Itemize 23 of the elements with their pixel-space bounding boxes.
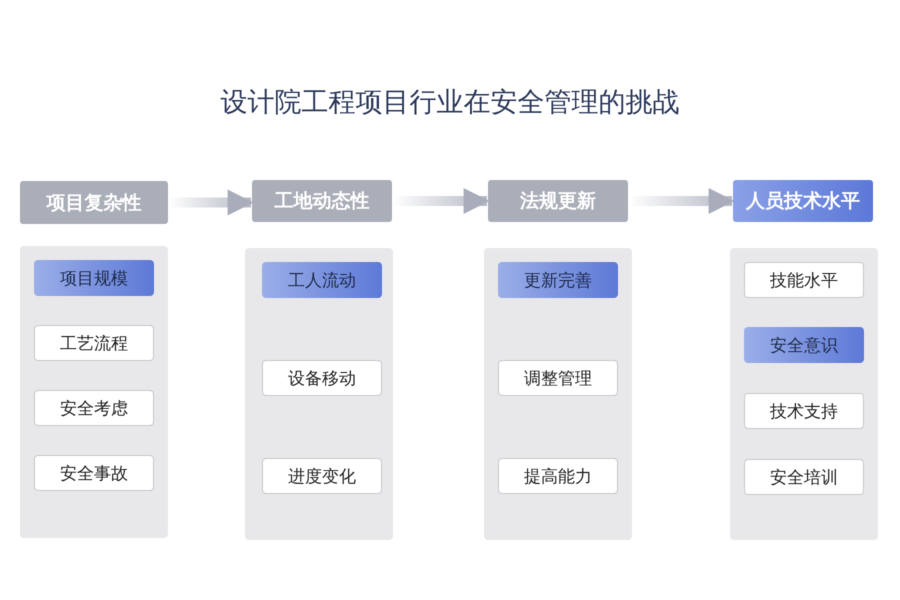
item-box: 安全考虑 — [34, 390, 154, 426]
panel-background — [730, 248, 878, 540]
highlighted-item-box: 工人流动 — [262, 262, 382, 298]
highlighted-item-box: 更新完善 — [498, 262, 618, 298]
item-box: 技能水平 — [744, 262, 864, 298]
category-header: 人员技术水平 — [733, 180, 873, 222]
title: 设计院工程项目行业在安全管理的挑战 — [220, 86, 680, 120]
item-box: 调整管理 — [498, 360, 618, 396]
item-box: 技术支持 — [744, 393, 864, 429]
highlighted-item-box: 安全意识 — [744, 327, 864, 363]
panel-background — [484, 248, 632, 540]
category-header: 工地动态性 — [252, 180, 392, 222]
item-box: 设备移动 — [262, 360, 382, 396]
item-box: 安全培训 — [744, 459, 864, 495]
item-box: 工艺流程 — [34, 325, 154, 361]
item-box: 进度变化 — [262, 458, 382, 494]
category-header: 项目复杂性 — [20, 181, 168, 224]
category-header: 法规更新 — [488, 180, 628, 222]
panel-background — [20, 246, 168, 538]
highlighted-item-box: 项目规模 — [34, 260, 154, 296]
item-box: 提高能力 — [498, 458, 618, 494]
item-box: 安全事故 — [34, 455, 154, 491]
panel-background — [245, 248, 393, 540]
